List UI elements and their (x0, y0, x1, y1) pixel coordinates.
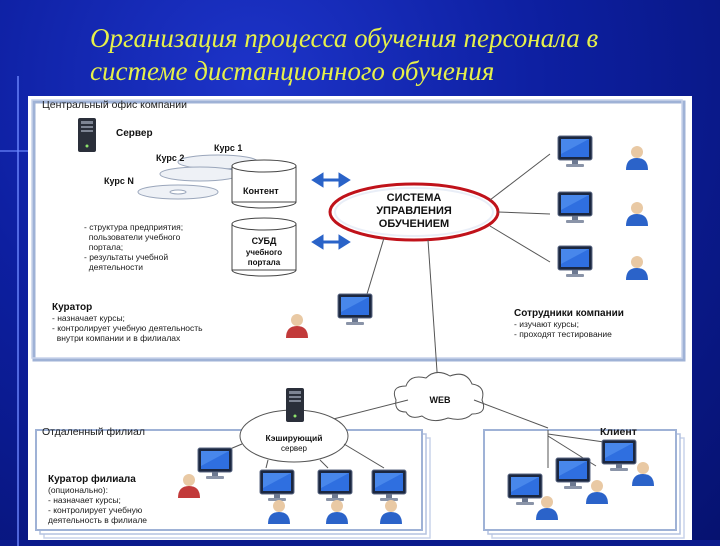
note-line: - результаты учебной (84, 252, 168, 262)
employees-title: Сотрудники компании (514, 308, 624, 319)
note-line: деятельности (84, 262, 143, 272)
diagram-svg: Центральный офис компании Сервер Курс 1 … (31, 99, 686, 539)
lms-label-line-2: УПРАВЛЕНИЯ (376, 205, 452, 217)
branch-label: Отдаленный филиал (42, 426, 145, 438)
employees-line: - изучают курсы; (514, 319, 579, 329)
central-office-notes: - структура предприятия; пользователи уч… (84, 222, 183, 272)
double-arrow-content (311, 172, 351, 188)
branch-curator-line: - контролирует учебную (48, 505, 143, 515)
curator-title: Куратор (52, 302, 92, 313)
note-line: пользователи учебного (84, 232, 181, 242)
cache-server-icon (286, 388, 304, 422)
dbms-label-line-1: СУБД (252, 236, 277, 246)
web-cloud (393, 372, 485, 422)
server-icon (78, 118, 96, 152)
branch-curator-line: (опционально): (48, 485, 108, 495)
web-label: WEB (430, 395, 451, 405)
note-line: портала; (84, 242, 123, 252)
client-label: Клиент (600, 426, 637, 438)
lms-ellipse (328, 182, 500, 242)
branch-curator-line: деятельность в филиале (48, 515, 147, 525)
dbms-label-line-2: учебного (246, 248, 282, 257)
lms-connectors (363, 153, 551, 387)
slide-title-line-2: системе дистанционного обучения (90, 56, 495, 86)
course-n-label: Курс N (104, 176, 134, 186)
dbms-label-line-3: портала (248, 258, 281, 267)
dbms-cylinder (231, 217, 297, 277)
decorative-line-vertical (17, 76, 19, 546)
branch-curator-title: Куратор филиала (48, 473, 136, 485)
lms-label-line-3: ОБУЧЕНИЕМ (379, 218, 449, 230)
lms-label-line-1: СИСТЕМА (387, 192, 442, 204)
curator-line: внутри компании и в филиалах (52, 333, 181, 343)
branch-curator-line: - назначает курсы; (48, 495, 121, 505)
diagram-canvas: Центральный офис компании Сервер Курс 1 … (28, 96, 692, 540)
slide-title-line-1: Организация процесса обучения персонала … (90, 23, 599, 53)
course-1-label: Курс 1 (214, 143, 242, 153)
cache-server-label-line-1: Кэширующий (266, 433, 323, 443)
note-line: - структура предприятия; (84, 222, 183, 232)
content-label: Контент (243, 186, 279, 196)
server-label: Сервер (116, 128, 153, 139)
employees-line: - проходят тестирование (514, 329, 612, 339)
double-arrow-dbms (311, 234, 351, 250)
curator-line: - назначает курсы; (52, 313, 125, 323)
content-cylinder (231, 159, 297, 209)
course-2-label: Курс 2 (156, 153, 184, 163)
cache-server-label-line-2: сервер (281, 444, 308, 453)
slide-title: Организация процесса обучения персонала … (90, 22, 690, 88)
branch-panel (35, 429, 431, 539)
central-office-label: Центральный офис компании (42, 99, 187, 111)
curator-line: - контролирует учебную деятельность (52, 323, 203, 333)
